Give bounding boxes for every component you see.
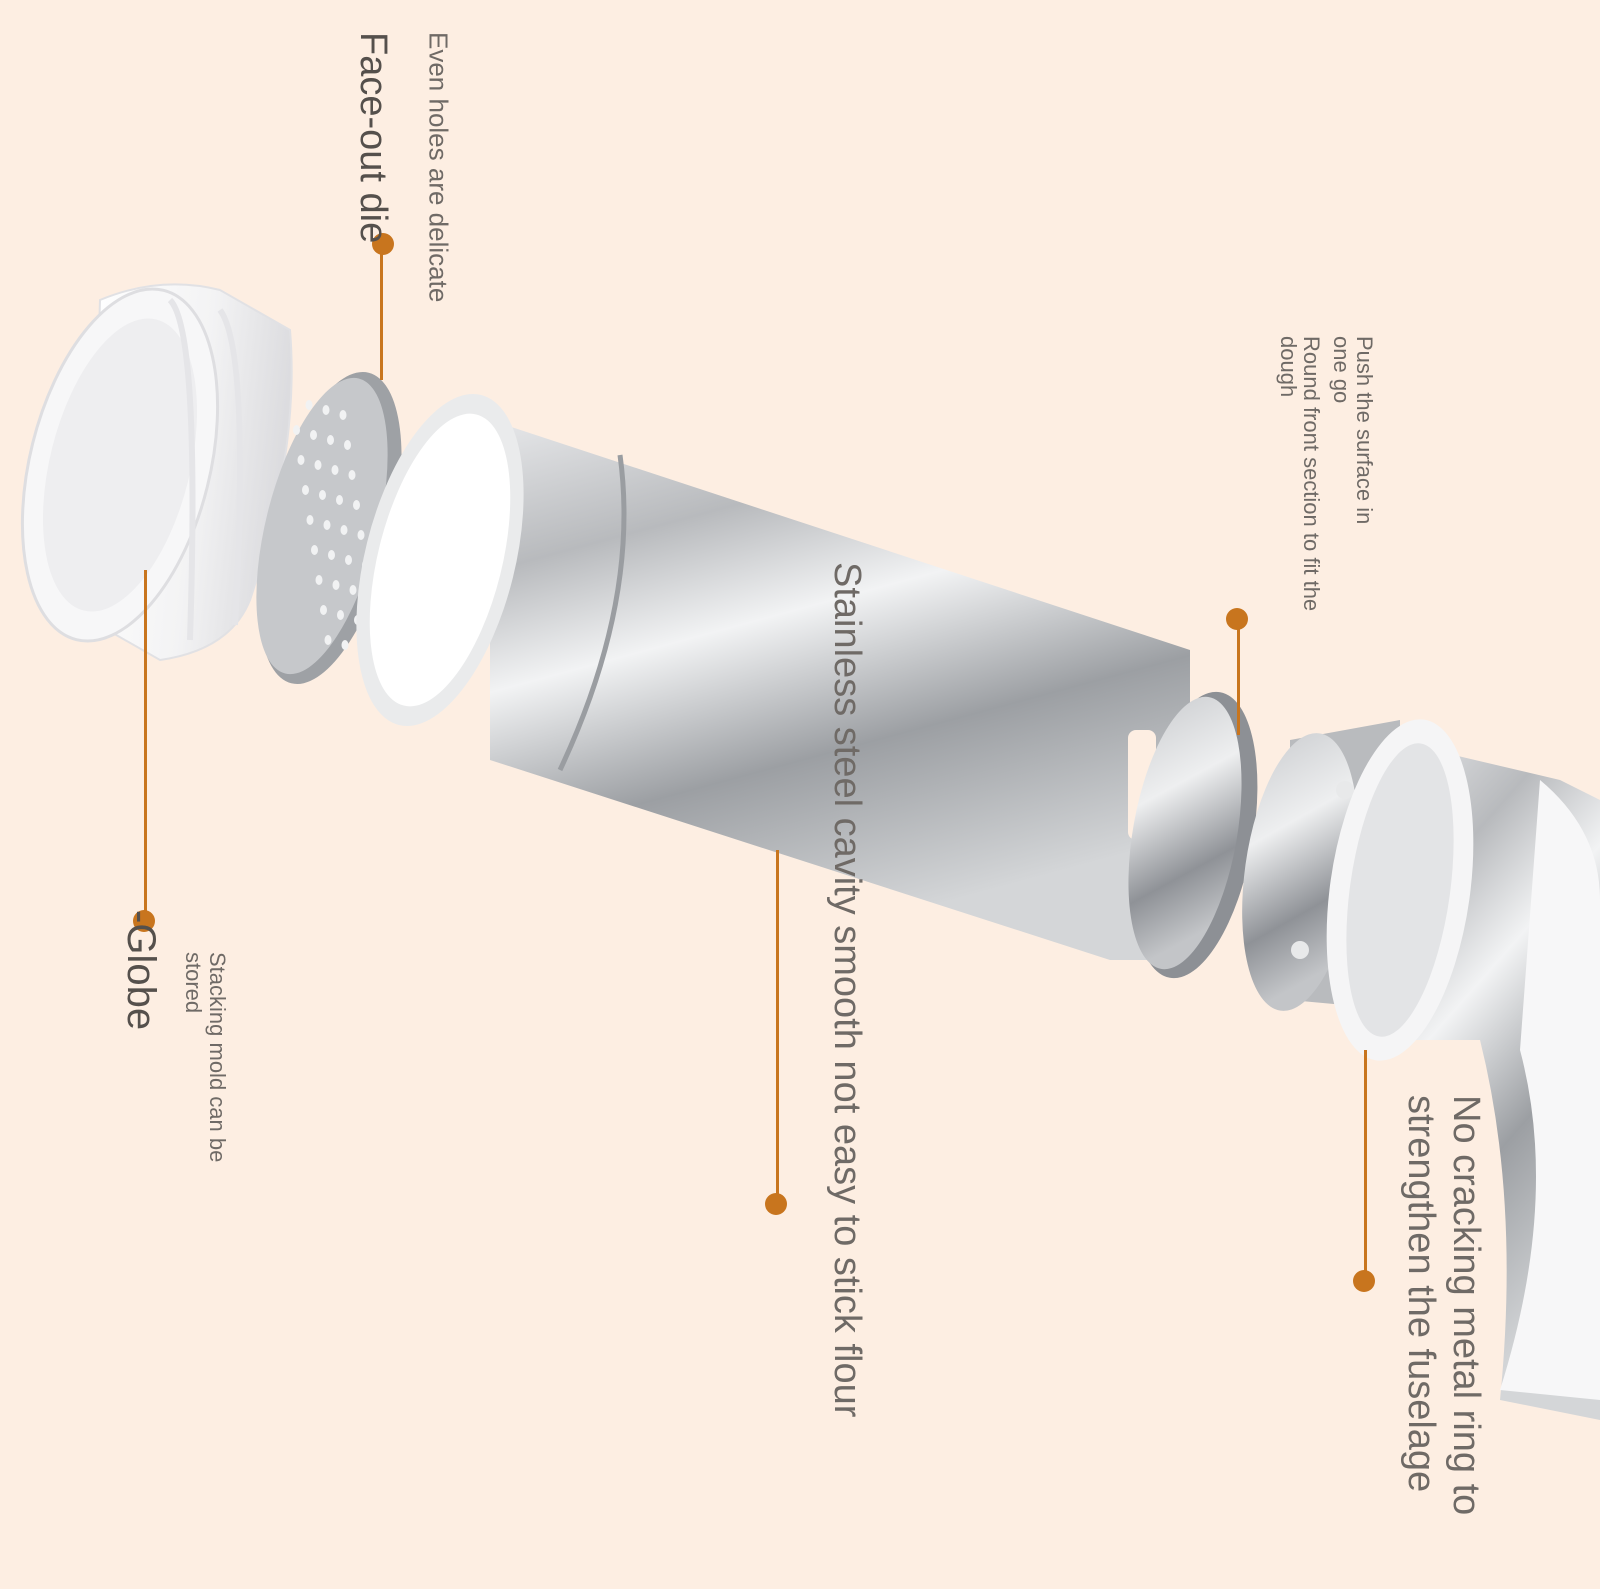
callout-dot-globe <box>133 910 155 932</box>
callout-line-stainless <box>776 850 779 1195</box>
die-hole <box>311 545 318 555</box>
callout-line-metal-ring <box>1364 1050 1367 1275</box>
die-hole <box>339 410 347 420</box>
die-hole <box>328 550 335 560</box>
label-even-holes: Even holes are delicate <box>423 32 454 303</box>
die-hole <box>344 440 351 450</box>
die-hole <box>315 575 323 585</box>
callout-dot-pusher <box>1226 608 1248 630</box>
die-hole <box>348 470 356 480</box>
pusher-disc <box>1128 691 1258 979</box>
callout-line-globe <box>144 570 147 920</box>
die-hole <box>357 530 365 540</box>
callout-line-pusher <box>1237 625 1240 735</box>
die-hole <box>327 435 334 445</box>
die-hole <box>331 465 339 475</box>
die-hole <box>319 490 326 500</box>
label-no-cracking-1: No cracking metal ring to <box>1444 1095 1487 1516</box>
die-hole <box>306 515 314 525</box>
die-hole <box>320 605 327 615</box>
die-hole <box>324 635 332 645</box>
label-stacking-2: stored <box>181 952 207 1014</box>
die-hole <box>340 525 348 535</box>
callout-dot-face-out-die <box>372 233 394 255</box>
label-globe: -Globe <box>119 910 163 1031</box>
die-hole <box>341 640 349 650</box>
die-hole <box>336 495 343 505</box>
label-stacking-1: Stacking mold can be <box>205 952 231 1163</box>
label-round-front-1: Round front section to fit the <box>1299 336 1325 612</box>
die-hole <box>314 460 322 470</box>
label-push-surface-1: Push the surface in <box>1352 336 1378 525</box>
label-no-cracking-2: strengthen the fuselage <box>1399 1095 1442 1493</box>
label-push-surface-2: one go <box>1329 336 1355 404</box>
callout-dot-stainless <box>765 1193 787 1215</box>
label-round-front-2: dough <box>1276 336 1302 398</box>
machine-body <box>1242 719 1600 1420</box>
die-hole <box>332 580 340 590</box>
label-face-out-die: Face-out die <box>351 32 394 244</box>
die-hole <box>322 405 330 415</box>
die-hole <box>297 455 305 465</box>
die-hole <box>337 610 344 620</box>
callout-dot-metal-ring <box>1353 1270 1375 1292</box>
die-hole <box>305 400 313 410</box>
die-hole <box>310 430 317 440</box>
callout-line-face-out-die <box>380 245 383 380</box>
die-hole <box>345 555 352 565</box>
die-hole <box>323 520 331 530</box>
stainless-steel-cavity <box>356 394 1190 960</box>
die-hole <box>349 585 357 595</box>
globe-cap <box>20 283 293 662</box>
die-hole <box>293 425 300 435</box>
die-hole <box>353 500 360 510</box>
die-hole <box>302 485 309 495</box>
label-stainless: Stainless steel cavity smooth not easy t… <box>825 562 868 1418</box>
